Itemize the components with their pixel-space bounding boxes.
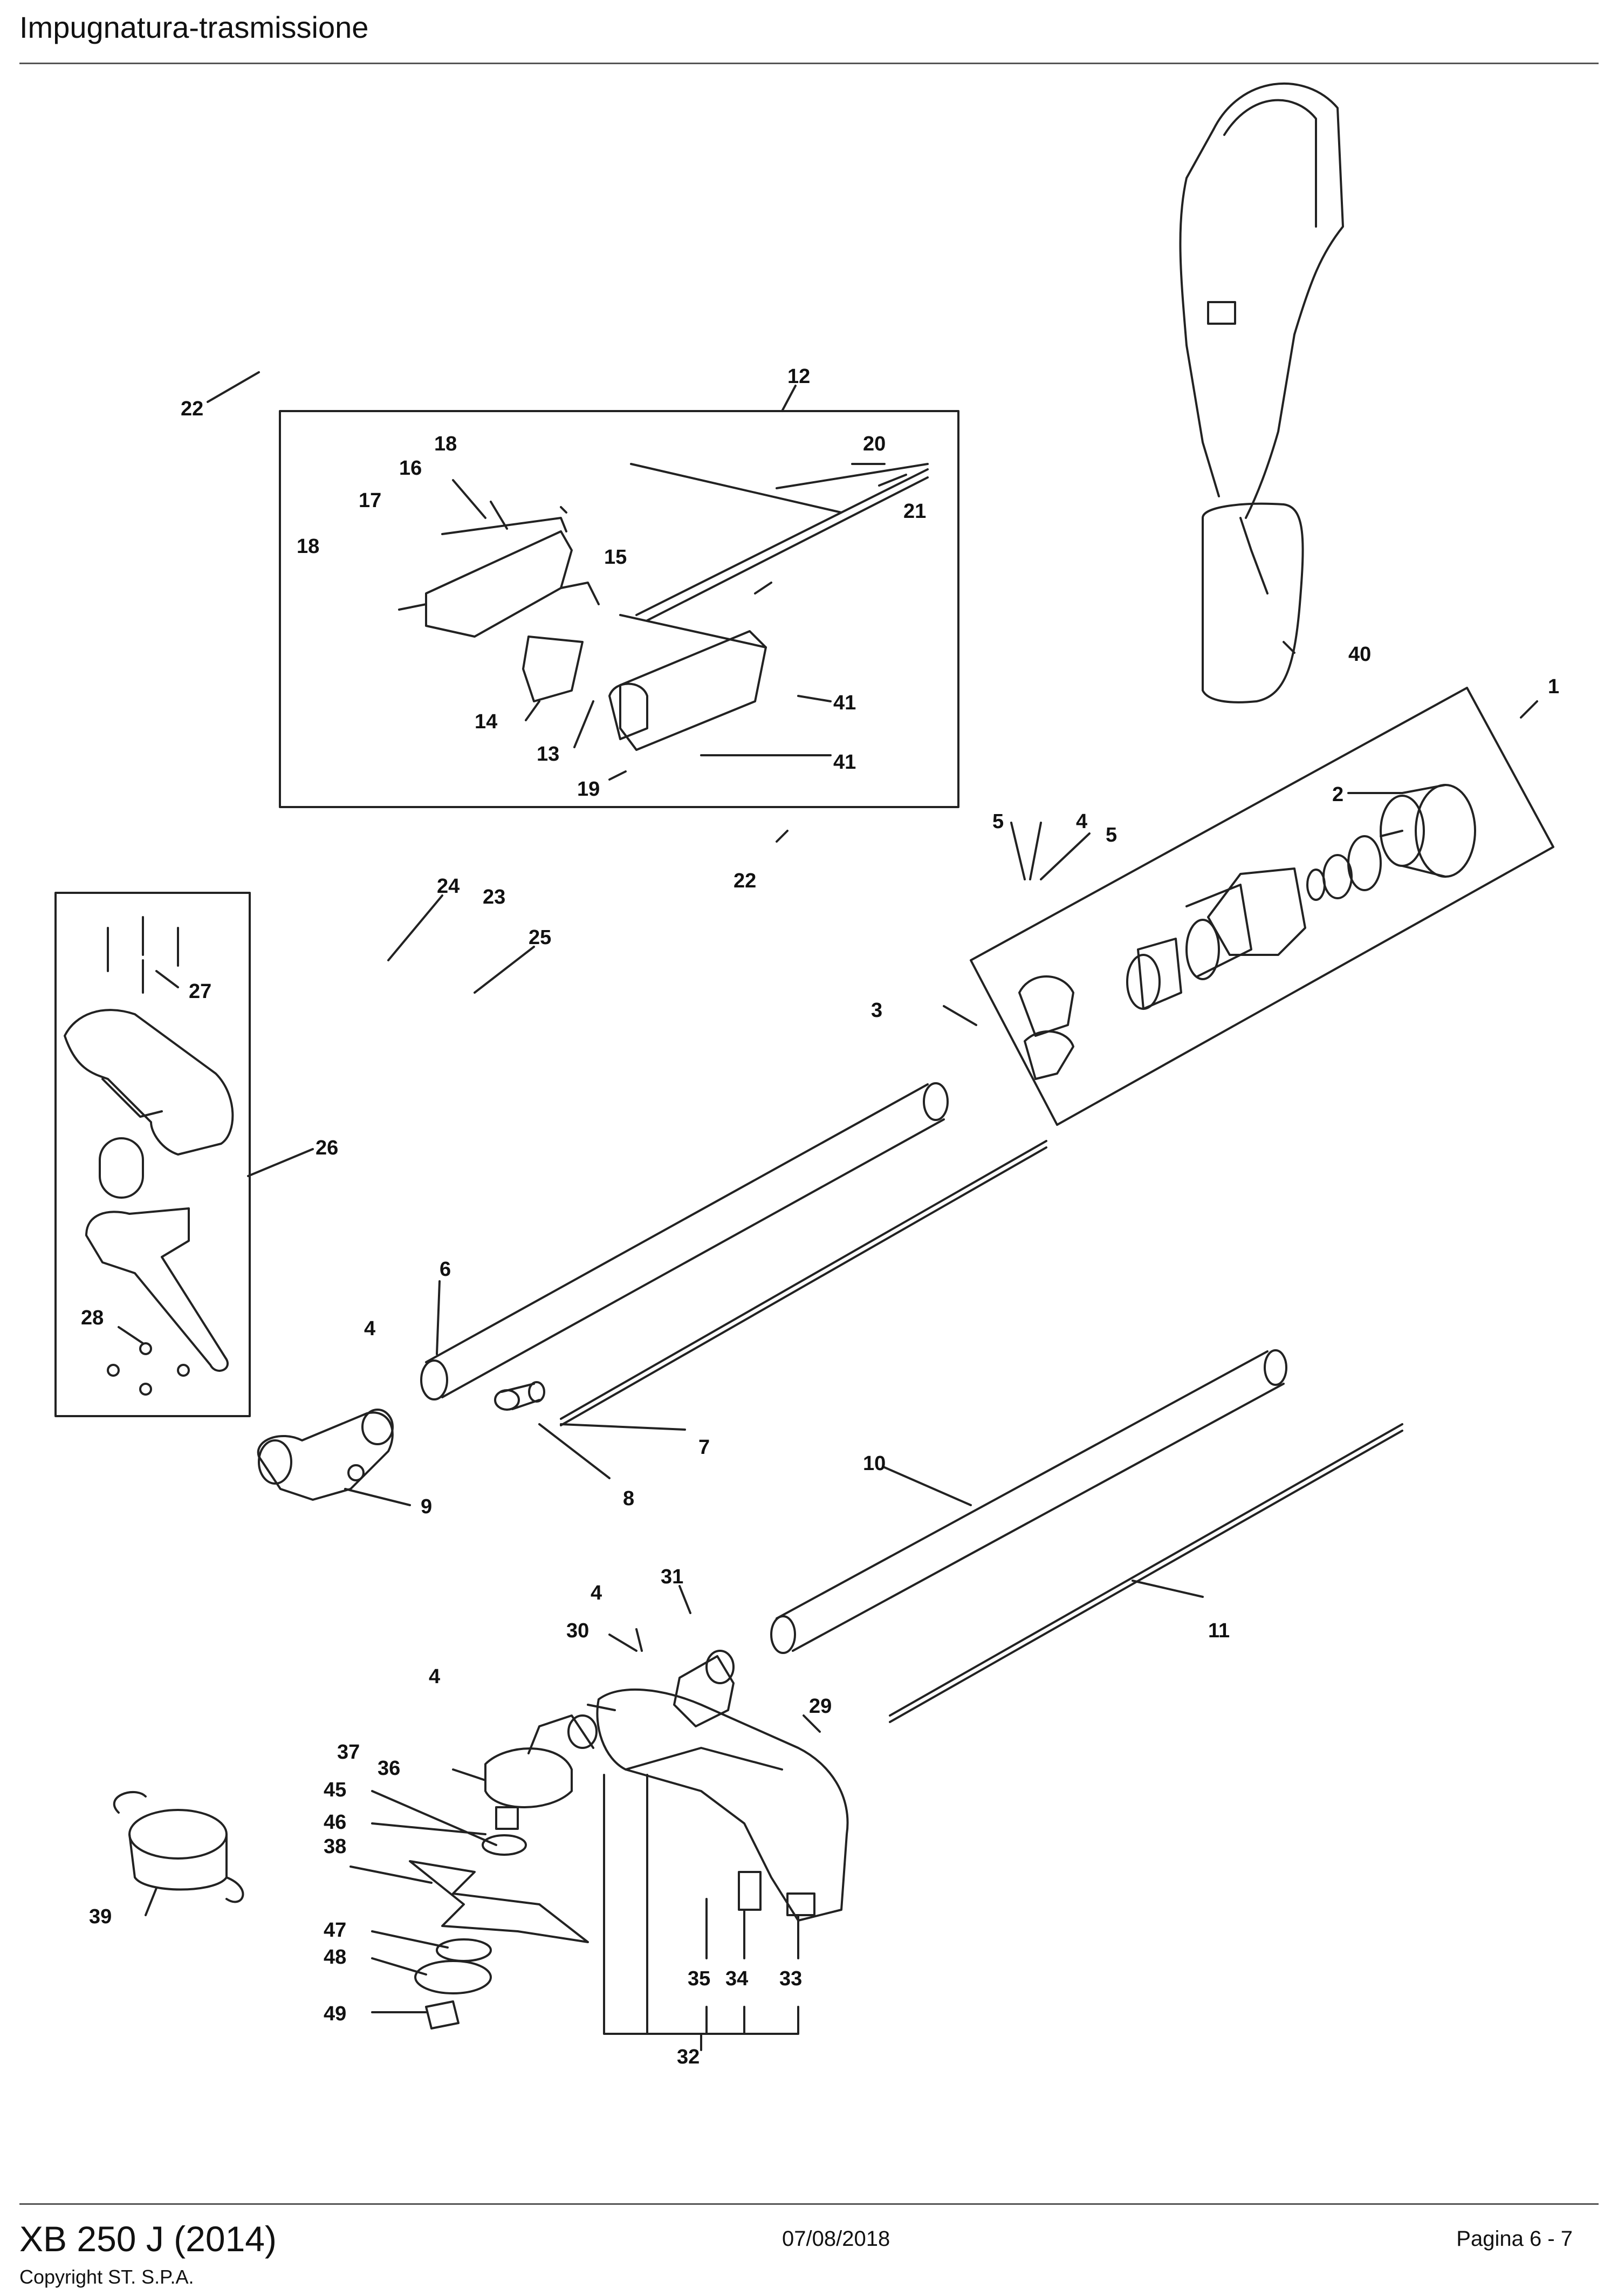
callout: 45 xyxy=(324,1779,346,1801)
callout: 39 xyxy=(89,1905,112,1928)
angle-gearbox xyxy=(482,1714,598,1856)
callout: 18 xyxy=(434,433,457,455)
callout: 9 xyxy=(421,1495,432,1518)
rear-handle-parts xyxy=(64,916,234,1396)
callout: 23 xyxy=(483,886,505,908)
joint-coupler xyxy=(257,1409,394,1501)
header-rule xyxy=(19,63,1599,64)
callout: 2 xyxy=(1332,783,1343,806)
callout: 31 xyxy=(661,1566,683,1588)
callout: 10 xyxy=(863,1452,886,1475)
handle-housings xyxy=(425,463,929,751)
callout: 19 xyxy=(577,778,600,801)
harness-strap xyxy=(1179,82,1344,703)
callout: 47 xyxy=(324,1919,346,1942)
callout: 17 xyxy=(359,489,381,512)
callout: 15 xyxy=(604,546,627,569)
handle-assembly-box xyxy=(279,410,959,808)
callout: 1 xyxy=(1548,675,1559,698)
callout: 28 xyxy=(81,1307,104,1329)
callout: 32 xyxy=(677,2046,700,2068)
copyright: Copyright ST. S.P.A. xyxy=(19,2266,194,2288)
tube-clamp xyxy=(673,1650,735,1727)
callout: 29 xyxy=(809,1695,832,1718)
callout: 33 xyxy=(779,1967,802,1990)
page-title: Impugnatura-trasmissione xyxy=(19,10,369,44)
callout: 21 xyxy=(903,500,926,523)
callout: 4 xyxy=(429,1665,440,1688)
callout: 22 xyxy=(181,398,203,420)
callout: 4 xyxy=(591,1582,602,1604)
callout: 8 xyxy=(623,1487,634,1510)
callout: 13 xyxy=(537,743,559,766)
callout: 41 xyxy=(833,692,856,714)
callout: 12 xyxy=(787,365,810,388)
callout: 37 xyxy=(337,1741,360,1764)
callout: 48 xyxy=(324,1946,346,1969)
blade-nut xyxy=(425,2000,460,2030)
footer-rule xyxy=(19,2203,1599,2205)
callout: 25 xyxy=(529,926,551,949)
callout: 26 xyxy=(316,1137,338,1159)
callout-labels: 1 2 3 4 5 6 7 8 9 10 11 12 13 14 15 16 1… xyxy=(81,365,1559,2068)
callout: 7 xyxy=(698,1436,710,1459)
callout: 46 xyxy=(324,1811,346,1834)
callout: 27 xyxy=(189,980,211,1003)
lower-drive-shaft xyxy=(889,1423,1403,1723)
page-number: Pagina 6 - 7 xyxy=(1456,2227,1573,2251)
callout: 18 xyxy=(297,535,319,558)
blade-guard xyxy=(596,1688,849,1922)
callout: 30 xyxy=(566,1620,589,1642)
callout-labels-repeated: 4 4 4 5 18 22 41 xyxy=(297,535,1117,1688)
callout: 35 xyxy=(688,1967,710,1990)
callout: 24 xyxy=(437,875,460,898)
callout: 5 xyxy=(1106,824,1117,846)
callout: 6 xyxy=(440,1258,451,1281)
rear-handle-box xyxy=(54,892,251,1417)
callout: 5 xyxy=(992,810,1004,833)
callout: 22 xyxy=(733,870,756,892)
model-name: XB 250 J (2014) xyxy=(19,2219,277,2259)
lower-drive-tube xyxy=(770,1349,1287,1654)
callout: 41 xyxy=(833,751,856,774)
callout: 3 xyxy=(871,999,882,1022)
clutch-group-box xyxy=(970,687,1554,1126)
blade-washer xyxy=(436,1938,492,1962)
callout: 16 xyxy=(399,457,422,480)
callout: 4 xyxy=(1076,810,1087,833)
upper-drive-shaft xyxy=(560,1140,1047,1426)
document-date: 07/08/2018 xyxy=(782,2227,890,2251)
callout: 36 xyxy=(378,1757,400,1780)
callout: 40 xyxy=(1348,643,1371,666)
callout: 11 xyxy=(1208,1620,1230,1642)
callout: 14 xyxy=(475,710,497,733)
callout: 20 xyxy=(863,433,886,455)
clutch-parts xyxy=(1018,784,1476,1080)
upper-drive-tube xyxy=(420,1082,949,1400)
trimmer-head xyxy=(113,1791,244,1903)
callout: 49 xyxy=(324,2003,346,2025)
coupler-sleeve xyxy=(494,1381,545,1411)
cutting-blade xyxy=(409,1860,589,1943)
blade-cup xyxy=(414,1960,492,1994)
callout: 38 xyxy=(324,1835,346,1858)
callout: 4 xyxy=(364,1317,375,1340)
callout: 34 xyxy=(725,1967,748,1990)
